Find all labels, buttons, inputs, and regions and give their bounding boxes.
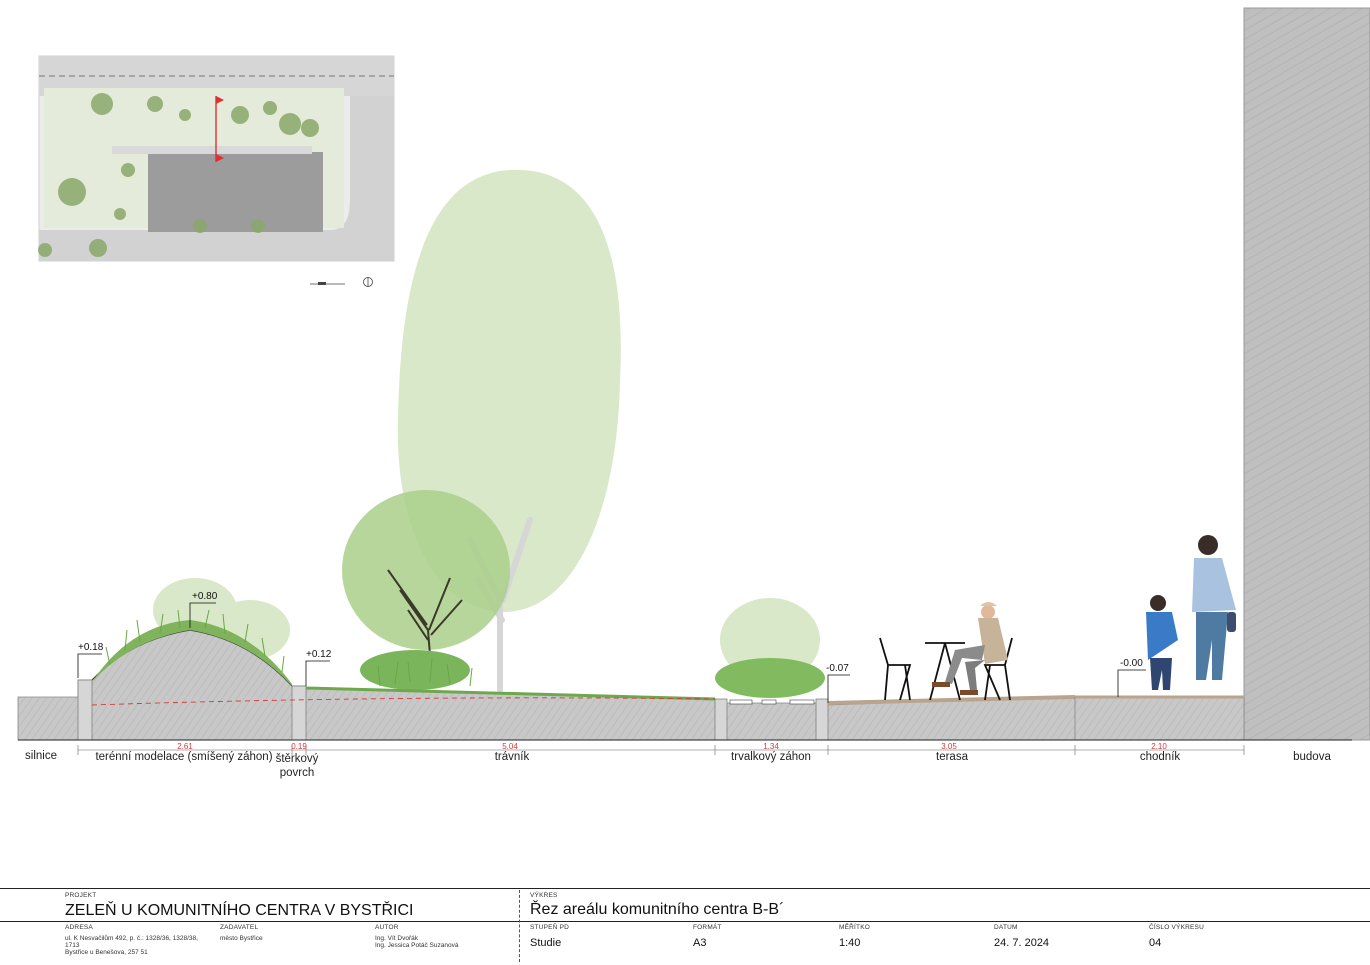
address-line: Bystřice u Benešova, 257 51	[65, 949, 148, 956]
zone-label-road: silnice	[25, 750, 57, 762]
scale-and-north	[310, 277, 373, 287]
client-value: město Bystřice	[220, 935, 263, 942]
drawing-title: Řez areálu komunitního centra B-B´	[530, 901, 785, 918]
stage-label: STUPEŇ PD	[530, 924, 570, 931]
section-drawing	[17, 7, 1370, 755]
terrace-furniture	[879, 637, 1013, 701]
project-label: PROJEKT	[65, 892, 97, 899]
drawing-number-label: ČÍSLO VÝKRESU	[1149, 924, 1204, 931]
zone-label-sidewalk: chodník	[1139, 751, 1181, 763]
dimension-value: 0.19	[291, 742, 307, 751]
date-value: 24. 7. 2024	[994, 937, 1050, 949]
author-line: Ing. Jessica Potáč Suzanová	[375, 942, 459, 949]
scale-label: MĚŘÍTKO	[839, 924, 871, 931]
zone-label-perennial-bed: trvalkový záhon	[731, 751, 811, 763]
dimension-value: 3.05	[941, 742, 957, 751]
mixed-bed-grasses	[105, 609, 285, 673]
scale-value: 1:40	[839, 937, 861, 949]
dimension-value: 1.34	[763, 742, 779, 751]
date-label: DATUM	[994, 924, 1018, 931]
seated-man-figure	[932, 602, 1008, 695]
zone-label-building: budova	[1293, 751, 1331, 763]
zone-label-terrain-modeling: terénní modelace (smíšený záhon)	[95, 751, 273, 763]
site-plan-inset	[38, 55, 395, 287]
dimension-value: 2.61	[177, 742, 193, 751]
project-title: ZELEŇ U KOMUNITNÍHO CENTRA V BYSTŘICI	[65, 902, 414, 919]
author-line: Ing. Vít Dvořák	[375, 935, 418, 942]
lawn-grasses	[377, 657, 473, 687]
drawing-number-value: 04	[1149, 937, 1162, 949]
building-wall	[1243, 7, 1370, 741]
medium-tree	[342, 490, 510, 690]
drawing-label: VÝKRES	[530, 892, 558, 899]
format-value: A3	[693, 937, 707, 949]
zone-label-gravel: štěrkový povrch	[275, 753, 319, 779]
community-center-building	[148, 152, 323, 232]
original-terrain-line	[91, 697, 716, 706]
level-label: +0.80	[192, 591, 218, 602]
address-label: ADRESA	[65, 924, 93, 931]
level-label: +0.18	[78, 642, 104, 653]
woman-and-child-figures	[1146, 535, 1236, 690]
perennial-bed-planting	[715, 658, 825, 698]
dimension-value: 5.04	[502, 742, 518, 751]
address-line: ul. K Nesvačilům 492, p. č.: 1328/36, 13…	[65, 935, 198, 942]
level-label: -0.07	[826, 663, 849, 674]
ground-section	[17, 620, 1245, 741]
zone-label-terrace: terasa	[936, 751, 968, 763]
client-label: ZADAVATEL	[220, 924, 259, 931]
format-label: FORMÁT	[693, 924, 722, 931]
level-markers	[77, 602, 1146, 703]
dimension-line	[18, 739, 1352, 755]
level-label: +0.12	[306, 649, 332, 660]
stage-value: Studie	[530, 937, 562, 949]
plan-trees	[38, 93, 319, 257]
address-line: 1713	[65, 942, 80, 949]
dimension-value: 2.10	[1151, 742, 1167, 751]
title-block: PROJEKT ZELEŇ U KOMUNITNÍHO CENTRA V BYS…	[0, 888, 1370, 965]
level-label: -0.00	[1120, 658, 1143, 669]
zone-label-lawn: trávník	[494, 751, 530, 763]
author-label: AUTOR	[375, 924, 399, 931]
